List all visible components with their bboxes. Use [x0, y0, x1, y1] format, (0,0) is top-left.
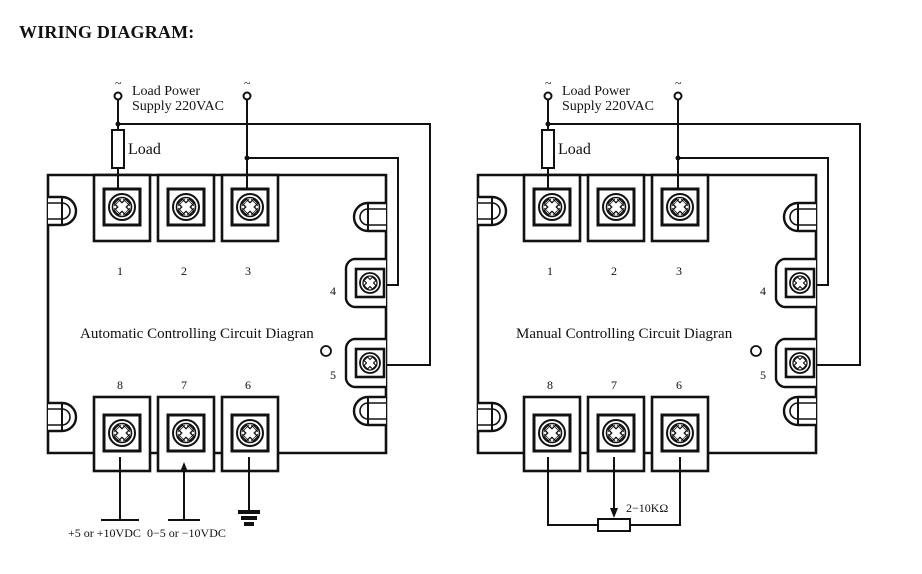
load-label: Load: [128, 141, 161, 158]
terminal-number-1: 1: [547, 264, 553, 278]
ground-icon: [238, 510, 260, 526]
terminal-number-7: 7: [611, 378, 617, 392]
potentiometer-label: 2−10KΩ: [626, 501, 668, 515]
arrow-icon: [180, 462, 188, 472]
terminal-number-5: 5: [760, 368, 766, 382]
wiper-arrow-icon: [610, 508, 618, 518]
terminal-number-6: 6: [245, 378, 251, 392]
supply-terminal-n: [242, 91, 252, 101]
terminal-number-6: 6: [676, 378, 682, 392]
automatic-circuit-diagram: ~ ~ Load Power Supply 220VAC: [48, 76, 431, 540]
supply-label-line1: Load Power: [132, 84, 200, 99]
terminal-number-3: 3: [676, 264, 682, 278]
supply-symbol-l: ~: [545, 76, 552, 90]
terminal-number-8: 8: [117, 378, 123, 392]
terminal-number-2: 2: [611, 264, 617, 278]
supply-label-line1: Load Power: [562, 84, 630, 99]
terminal-number-8: 8: [547, 378, 553, 392]
input-label-terminal-7: 0−5 or −10VDC: [147, 526, 226, 540]
supply-symbol-n: ~: [244, 76, 251, 90]
potentiometer: [597, 518, 631, 532]
supply-label-line2: Supply 220VAC: [132, 99, 224, 114]
supply-terminal-n: [673, 91, 683, 101]
supply-label-line2: Supply 220VAC: [562, 99, 654, 114]
supply-symbol-n: ~: [675, 76, 682, 90]
diagram-title: Manual Controlling Circuit Diagran: [516, 326, 733, 342]
terminal-number-2: 2: [181, 264, 187, 278]
input-label-terminal-8: +5 or +10VDC: [68, 526, 141, 540]
terminal-number-4: 4: [330, 284, 336, 298]
supply-terminal-l: [543, 91, 553, 101]
wires: [101, 100, 431, 521]
manual-circuit-diagram: ~ ~ Load Power Supply 220VAC Load 2−10KΩ…: [478, 76, 861, 532]
diagram-title: Automatic Controlling Circuit Diagran: [80, 326, 314, 342]
supply-symbol-l: ~: [115, 76, 122, 90]
terminal-number-5: 5: [330, 368, 336, 382]
load-resistor: [111, 129, 125, 169]
ssr-module-body: [478, 175, 816, 471]
page-heading: WIRING DIAGRAM:: [19, 22, 195, 42]
load-resistor: [541, 129, 555, 169]
terminal-number-1: 1: [117, 264, 123, 278]
terminal-number-4: 4: [760, 284, 766, 298]
ssr-module-body: [48, 175, 386, 471]
load-label: Load: [558, 141, 591, 158]
terminal-number-3: 3: [245, 264, 251, 278]
terminal-number-7: 7: [181, 378, 187, 392]
supply-terminal-l: [113, 91, 123, 101]
